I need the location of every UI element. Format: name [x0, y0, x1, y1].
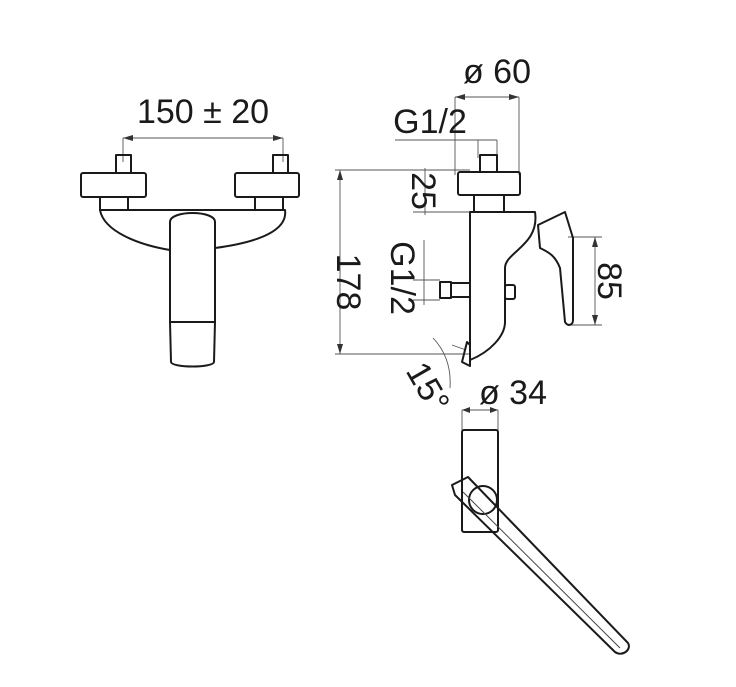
hub-top: [468, 485, 498, 515]
width-dimension-label: 150 ± 20: [137, 93, 269, 131]
side-thread-label: G1/2: [383, 241, 421, 315]
side-outlet-connector: [457, 154, 521, 213]
side-thread-dimension: [413, 240, 440, 305]
left-connector: [80, 154, 147, 211]
body-diameter-label: ø 34: [479, 374, 547, 412]
top-thread-label: G1/2: [393, 103, 467, 141]
front-width-dimension-line: [122, 135, 284, 162]
spout-angle-dimension: [432, 337, 467, 389]
top-view: ø 34: [451, 374, 630, 655]
spout-side: [461, 341, 471, 367]
spout-front: [169, 321, 216, 368]
lever-top: [451, 476, 630, 655]
connection-height-label: 25: [404, 172, 442, 210]
mixer-body-side: [469, 211, 537, 361]
body-top: [461, 429, 499, 533]
side-inlet-cap: [439, 281, 452, 299]
right-connector: [234, 154, 300, 211]
lever-side: [537, 211, 574, 326]
body-diameter-dimension: [461, 407, 499, 430]
mixer-body-front: [99, 209, 287, 323]
overall-height-dimension: [335, 169, 470, 355]
front-view: 150 ± 20: [80, 93, 300, 368]
lever-height-label: 85: [590, 262, 628, 300]
side-view: ø 60 G1/2 25 G1/2 178: [329, 53, 628, 419]
lever-front: [169, 212, 216, 323]
overall-height-label: 178: [329, 254, 367, 311]
lever-top-inner: [462, 491, 621, 649]
outlet-diameter-dimension: [454, 94, 520, 175]
outlet-diameter-label: ø 60: [463, 53, 531, 91]
handle-pin: [504, 284, 516, 300]
side-inlet-nipple: [450, 282, 471, 298]
